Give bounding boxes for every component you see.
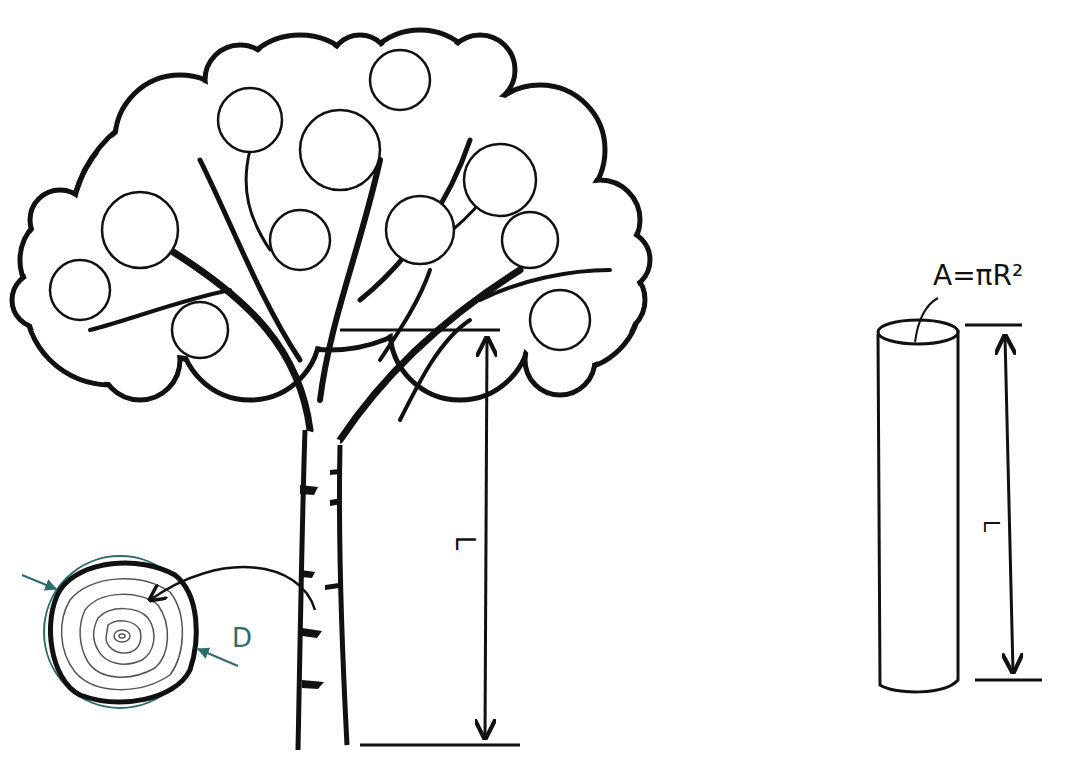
leaf-clumps <box>50 50 590 358</box>
cross-section <box>22 556 315 708</box>
cylinder <box>878 298 1042 692</box>
area-formula: A=πR² <box>933 262 1023 290</box>
dimension-label: L <box>452 536 478 551</box>
diameter-label: D <box>232 625 252 651</box>
tree-crown <box>12 30 650 400</box>
dimension-label: L <box>980 520 1002 532</box>
height-dimension <box>340 330 520 745</box>
